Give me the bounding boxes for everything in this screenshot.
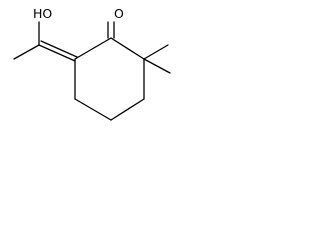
chemical-structure-diagram: HO O	[13, 6, 171, 121]
carbonyl-oxygen-label: O	[114, 6, 124, 21]
bond-ring-c1-c2	[110, 37, 145, 60]
bond-ring-c4-c5	[74, 98, 112, 121]
bond-enol-carbon-methyl	[13, 44, 40, 60]
bond-gem-methyl-upper	[143, 44, 169, 60]
bond-exocyclic-double-outer	[38, 44, 76, 62]
bond-gem-methyl-lower	[143, 58, 171, 74]
bond-exocyclic-double-inner	[40, 40, 78, 58]
bond-ring-c6-c1	[74, 37, 112, 60]
hydroxyl-label: HO	[33, 6, 52, 21]
bond-ring-c3-c4	[110, 98, 145, 121]
